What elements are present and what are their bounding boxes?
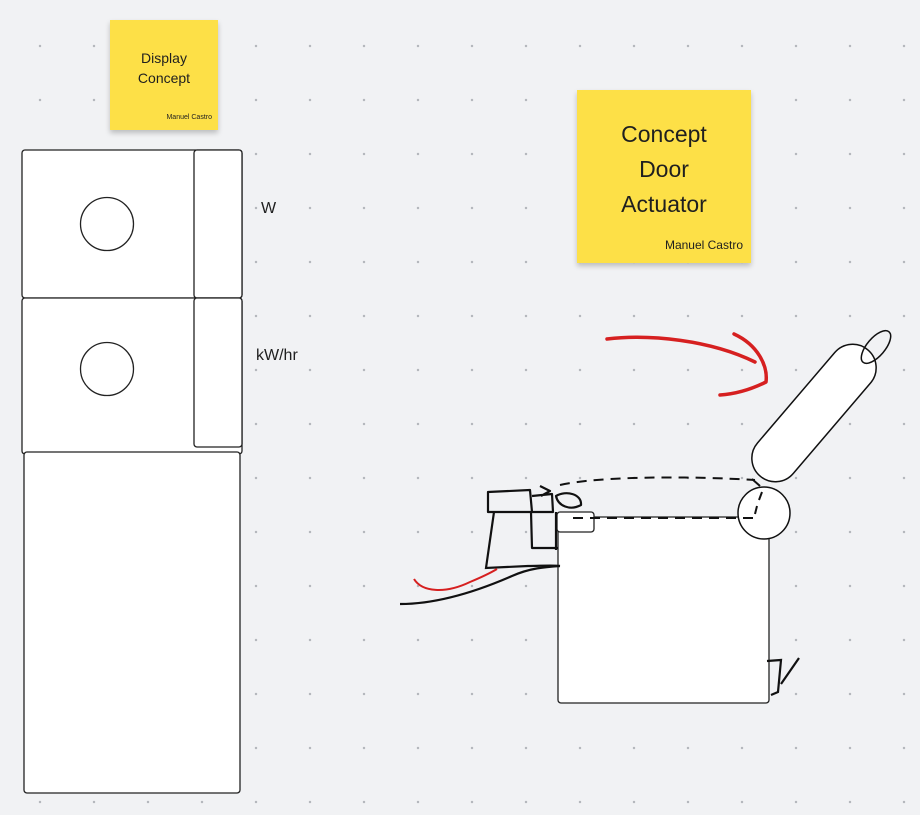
door-arm[interactable] (742, 335, 886, 492)
actuator-housing[interactable] (557, 516, 770, 704)
actuator-foot-bracket (766, 657, 800, 697)
sticky-note-title: Concept Door Actuator (621, 121, 707, 217)
display-energy-knob[interactable] (79, 341, 135, 397)
latch-body (484, 511, 561, 570)
sticky-note-title: Display Concept (137, 50, 191, 86)
sticky-note-display-concept[interactable]: Display Concept Manuel Castro (110, 20, 218, 130)
latch-mechanism (486, 485, 583, 550)
actuator-pivot[interactable] (737, 486, 791, 540)
display-panel-base[interactable] (23, 451, 241, 794)
door-arm-end-cap (860, 329, 892, 365)
sticky-note-door-actuator[interactable]: Concept Door Actuator Manuel Castro (577, 90, 751, 263)
display-power-knob[interactable] (79, 196, 135, 252)
actuator-tab[interactable] (556, 511, 595, 533)
energy-unit-label[interactable]: kW/hr (256, 347, 298, 364)
power-cable-black (399, 564, 561, 606)
power-cable-red (413, 568, 498, 591)
display-energy-readout[interactable] (193, 297, 243, 448)
door-swing-path-upper (559, 476, 756, 486)
sticky-note-author: Manuel Castro (664, 238, 743, 252)
sticky-note-author: Manuel Castro (166, 114, 212, 121)
power-unit-label[interactable]: W (261, 200, 277, 217)
motion-arrow-icon (605, 332, 768, 397)
